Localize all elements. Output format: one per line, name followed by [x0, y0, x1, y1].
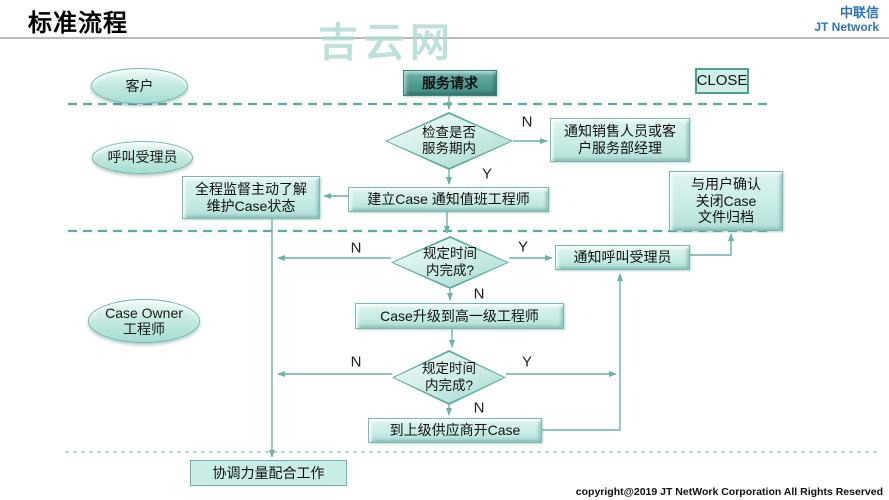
branch-label-yes: Y — [517, 238, 529, 256]
decision-check-service-period: 检查是否 服务期内 — [385, 112, 513, 170]
lane-label-customer: 客户 — [91, 68, 188, 104]
branch-label-no: N — [521, 113, 533, 131]
branch-label-no: N — [350, 353, 362, 371]
decision-deadline-1: 规定时间 内完成? — [391, 236, 509, 289]
page-title: 标准流程 — [28, 10, 128, 37]
node-open-vendor-case: 到上级供应商开Case — [368, 418, 542, 443]
node-create-case: 建立Case 通知值班工程师 — [348, 187, 549, 212]
lane-label-receptionist: 呼叫受理员 — [92, 141, 193, 174]
header-divider — [0, 37, 889, 39]
branch-label-no: N — [473, 399, 485, 417]
node-service-request: 服务请求 — [403, 70, 497, 96]
node-notify-sales: 通知销售人员或客 户服务部经理 — [550, 118, 690, 162]
branch-label-yes: Y — [521, 353, 533, 371]
brand-name: 中联信 — [839, 5, 879, 20]
node-close: CLOSE — [695, 68, 749, 94]
branch-label-no: N — [350, 239, 362, 257]
node-escalate-case: Case升级到高一级工程师 — [355, 303, 564, 329]
brand-logo: 中联信 JT Network — [814, 5, 879, 35]
brand-subtitle: JT Network — [814, 19, 879, 34]
node-confirm-close-case: 与用户确认 关闭Case 文件归档 — [669, 171, 783, 231]
lane-label-case-owner-engineer: Case Owner 工程师 — [88, 299, 200, 343]
node-notify-receptionist: 通知呼叫受理员 — [555, 245, 690, 270]
decision-text: 规定时间 内完成? — [422, 361, 476, 393]
decision-text: 规定时间 内完成? — [423, 246, 477, 278]
node-monitor-case: 全程监督主动了解 维护Case状态 — [182, 176, 320, 219]
branch-label-no: N — [473, 285, 485, 303]
edge-notify-to-confirm — [690, 233, 734, 256]
edge-vendor-to-notify — [542, 273, 623, 431]
watermark-text: 吉云网 — [318, 21, 456, 65]
branch-label-yes: Y — [481, 165, 493, 183]
node-coordinate-work: 协调力量配合工作 — [190, 460, 347, 486]
decision-text: 检查是否 服务期内 — [422, 124, 476, 156]
decision-deadline-2: 规定时间 内完成? — [392, 350, 506, 405]
copyright-text: copyright@2019 JT NetWork Corporation Al… — [575, 486, 883, 498]
